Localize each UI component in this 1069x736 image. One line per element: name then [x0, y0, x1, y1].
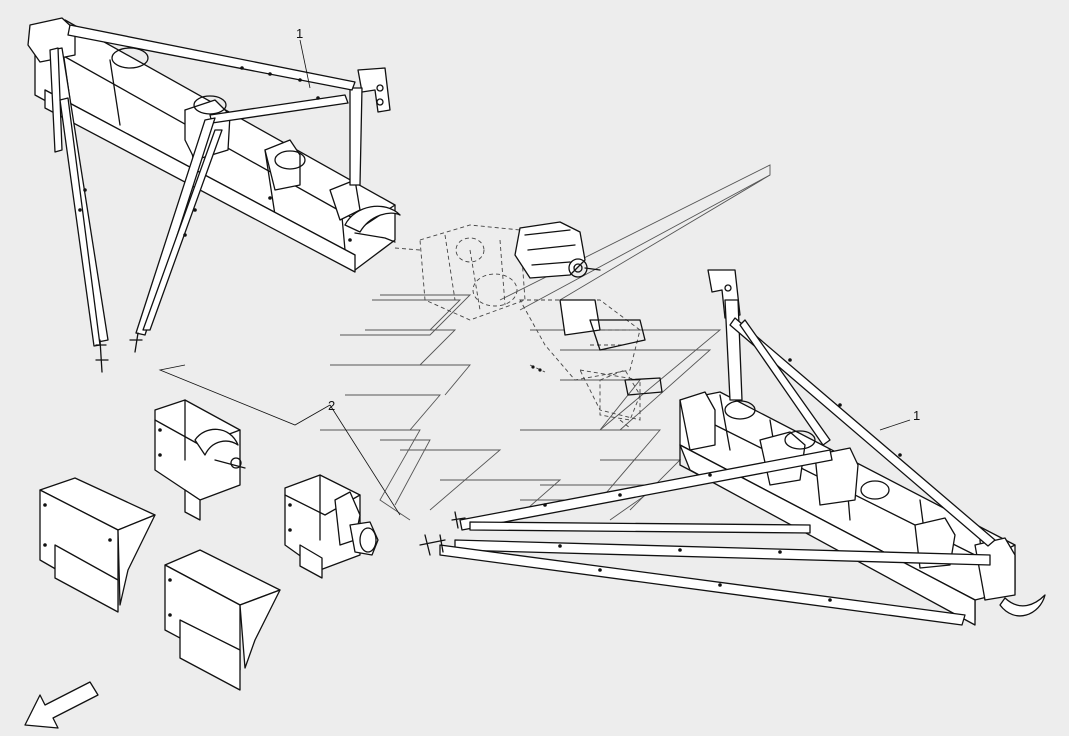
exploded-module-3	[164, 549, 281, 691]
callout-leaders	[158, 39, 911, 516]
callout-label-2: 2	[328, 398, 335, 413]
central-gearbox	[394, 221, 663, 429]
lower-right-boom	[419, 269, 1046, 626]
direction-arrow-icon	[24, 681, 99, 729]
exploded-module-1	[154, 399, 246, 521]
callout-label-1-lower: 1	[913, 408, 920, 423]
exploded-module-4	[284, 474, 379, 579]
callout-label-1-upper: 1	[296, 26, 303, 41]
upper-left-boom	[27, 17, 401, 373]
exploded-module-2	[39, 477, 156, 613]
